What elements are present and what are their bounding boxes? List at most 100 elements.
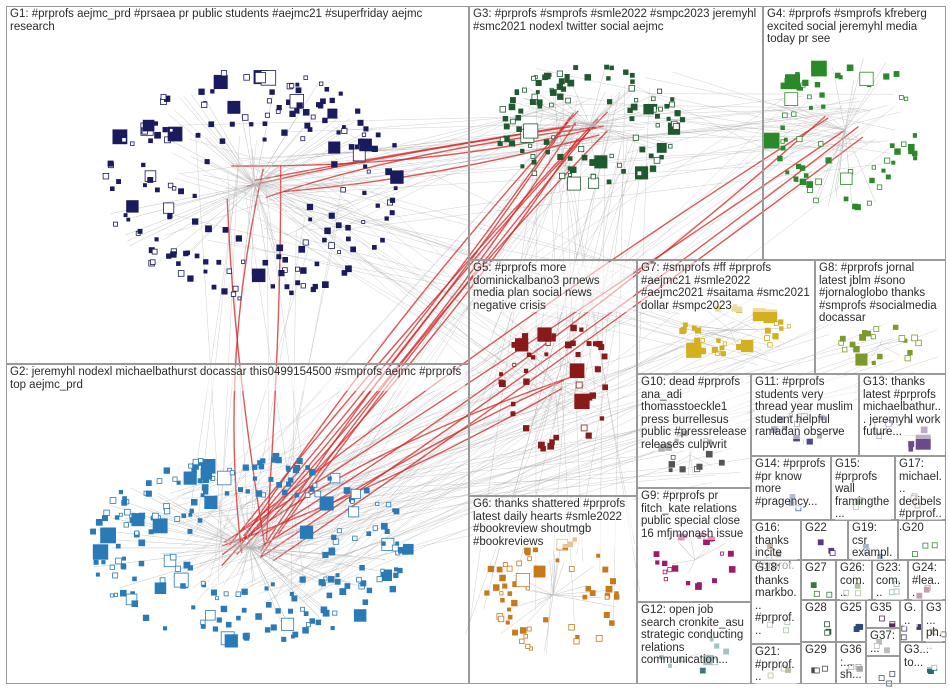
vertex-g3	[651, 96, 656, 102]
vertex-g1	[142, 183, 147, 188]
group-panel-g21: G21: #prprof...	[751, 644, 801, 684]
vertex-g2	[304, 492, 311, 498]
vertex-g4	[815, 178, 822, 186]
edge	[248, 119, 256, 186]
vertex-g11	[806, 438, 813, 445]
edge	[203, 474, 716, 518]
vertex-g3	[535, 79, 542, 87]
vertex-g4	[799, 165, 806, 171]
vertex-g5	[574, 393, 590, 410]
vertex-g8	[839, 335, 846, 342]
vertex-g1	[198, 88, 205, 95]
vertex-g6	[506, 565, 513, 572]
group-panel-g12: G12: open job search cronkite_asu strate…	[637, 602, 751, 684]
vertex-g5	[510, 411, 516, 417]
vertex-g34	[879, 615, 885, 622]
edge	[254, 184, 349, 265]
edge	[249, 547, 321, 611]
vertex-g2	[296, 457, 303, 465]
vertex-g2	[292, 467, 299, 474]
edge	[207, 511, 251, 549]
edge	[312, 322, 889, 570]
vertex-g6	[585, 586, 592, 592]
vertex-g1	[149, 259, 156, 265]
edge	[265, 100, 581, 187]
vertex-g1	[116, 179, 121, 184]
vertex-g4	[783, 137, 788, 142]
vertex-g2	[237, 487, 243, 493]
vertex-g4	[809, 105, 813, 110]
vertex-g1	[375, 132, 381, 138]
edge	[552, 566, 594, 596]
vertex-g7	[764, 335, 770, 342]
edge	[273, 306, 873, 557]
vertex-g2	[242, 633, 249, 640]
vertex-g2	[252, 476, 258, 481]
vertex-g3	[528, 143, 533, 148]
edge	[254, 109, 321, 186]
vertex-g3	[568, 156, 573, 161]
vertex-g7	[736, 343, 743, 350]
vertex-g1	[123, 213, 128, 218]
vertex-g1	[357, 119, 364, 126]
vertex-g2	[163, 508, 171, 515]
vertex-g6	[605, 585, 613, 593]
vertex-g2	[156, 478, 163, 484]
vertex-g2	[223, 591, 229, 597]
vertex-g6	[511, 599, 518, 607]
vertex-g3	[578, 146, 585, 153]
edge	[254, 118, 350, 186]
vertex-g1	[107, 160, 114, 167]
vertex-g1	[154, 131, 161, 139]
vertex-g5	[521, 333, 529, 340]
vertex-g4	[913, 133, 917, 138]
vertex-g2	[109, 497, 117, 504]
vertex-g4	[876, 184, 883, 190]
edge	[630, 104, 889, 175]
edge	[536, 384, 556, 442]
edge	[465, 146, 640, 635]
vertex-g1	[392, 143, 397, 148]
vertex-g1	[359, 138, 372, 152]
vertex-g3	[632, 134, 639, 141]
vertex-g1	[357, 138, 365, 145]
vertex-g2	[319, 496, 334, 511]
edge	[334, 109, 871, 173]
vertex-g7	[686, 342, 702, 358]
vertex-g3	[499, 106, 506, 113]
vertex-g2	[191, 605, 196, 610]
edge	[689, 454, 694, 474]
vertex-g1	[254, 72, 266, 84]
vertex-g2	[332, 610, 338, 616]
vertex-g1	[269, 89, 275, 95]
vertex-g2	[176, 480, 181, 485]
vertex-g7	[716, 338, 721, 343]
edge	[207, 129, 556, 515]
group-panel-g17: G17: michael... decibels #prprof...	[895, 456, 946, 533]
vertex-g2	[122, 556, 127, 561]
vertex-g8	[870, 334, 876, 340]
edge	[183, 87, 638, 571]
vertex-g2	[235, 591, 242, 598]
edge	[251, 184, 256, 276]
vertex-g3	[567, 79, 575, 87]
edge	[233, 479, 251, 549]
vertex-g9	[685, 581, 691, 586]
group-label-g13: G13: thanks latest #prprofs michaelbathu…	[863, 376, 944, 439]
vertex-g1	[314, 261, 320, 267]
edge	[247, 160, 526, 416]
edge	[195, 134, 223, 560]
vertex-g1	[361, 219, 366, 224]
vertex-g3	[559, 172, 566, 179]
vertex-g6	[610, 578, 617, 585]
vertex-g1	[355, 108, 361, 114]
edge	[589, 106, 622, 126]
edge	[254, 184, 354, 210]
edge	[249, 500, 386, 549]
group-label-g1: G1: #prprofs aejmc_prd #prsaea pr public…	[10, 8, 465, 33]
edge	[324, 401, 572, 585]
group-panel-g19: G19: csr exampl...	[848, 520, 898, 572]
edge	[111, 505, 251, 549]
edge	[254, 184, 343, 268]
vertex-g2	[188, 463, 193, 469]
